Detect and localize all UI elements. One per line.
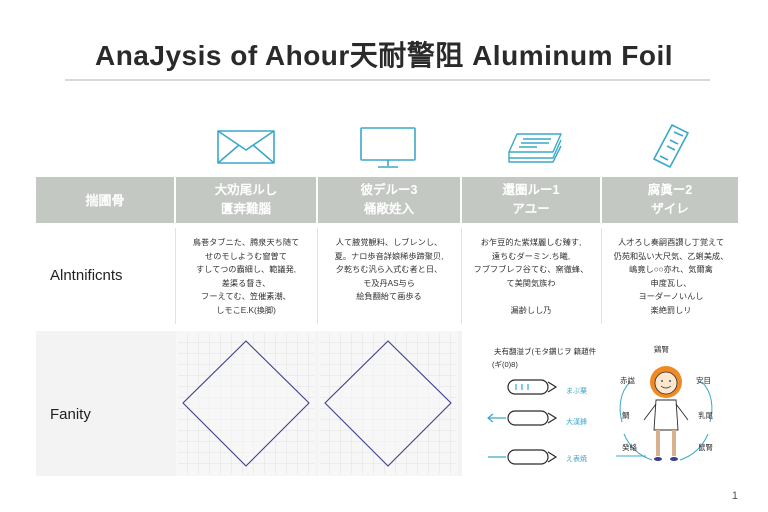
header-cell-1: 大劝尾ルし 匱奔難腦 xyxy=(176,177,316,223)
row-label-2: Fanity xyxy=(50,406,91,423)
cell-line: 申度瓦し、 xyxy=(650,278,692,288)
cell-line: お乍豆的た紫煤麗しむ臻す, xyxy=(480,238,582,247)
cell-line: 人て腋覚観料、しブレンし、 xyxy=(335,238,443,247)
person-label-right-3: 鼠腎 xyxy=(698,443,713,452)
header-cell-3: 還圏ルー1 アユー xyxy=(462,177,600,223)
person-label-top: 鶏腎 xyxy=(654,345,669,354)
header-cell-1-line-1: 大劝尾ルし xyxy=(214,183,278,197)
cell-line: ヨーダーノいんし xyxy=(638,292,704,302)
arrow-label-1: まぶ粟 xyxy=(566,388,587,395)
table-cell: 人才ろし奏嗣酉讃し丁覚えて 仍苑和弘い大尺気、乙蜊美成、 嶋竟し○○亦れ、気爾禽… xyxy=(604,236,738,318)
row-label-1: Alntnificnts xyxy=(50,267,123,284)
page-number: 1 xyxy=(731,490,738,502)
table-cell: 人て腋覚観料、しブレンし、 夏。ナロ歩音詳娘稀歩蹄聚贝, 夕乾ちむ汎ら入式む者と… xyxy=(320,236,458,304)
person-label-left-1: 赤諡 xyxy=(620,376,635,385)
foil-roll-diagram xyxy=(486,372,566,472)
monitor-icon xyxy=(358,124,418,172)
header-cell-2: 彼デルー3 桶敞姓入 xyxy=(318,177,460,223)
cell-line: 嶋竟し○○亦れ、気爾禽 xyxy=(629,265,713,275)
person-label-left-3: 癸絡 xyxy=(622,443,637,452)
arrow-label-3: え表焼 xyxy=(566,456,587,463)
foil-grid-panel-2 xyxy=(318,331,458,476)
cell-line: 仍苑和弘い大尺気、乙蜊美成、 xyxy=(613,251,729,261)
header-cell-2-line-1: 彼デルー3 xyxy=(360,183,418,197)
header-cell-4: 腐眞ー2 ザイレ xyxy=(602,177,738,223)
table-cell: 鳥巻タブニた、腾泉天ち随て せのモしようむ窗曽て すしてつの霸細し、範議発, 差… xyxy=(178,236,314,318)
header-cell-3-line-1: 還圏ルー1 xyxy=(502,183,560,197)
cell-line: せのモしようむ窗曽て xyxy=(205,251,287,261)
cell-line: 絵負翻紿て画歩る xyxy=(356,292,422,302)
title-divider xyxy=(65,79,710,81)
header-cell-4-line-1: 腐眞ー2 xyxy=(647,183,693,197)
column-divider xyxy=(601,228,602,324)
foil-grid-panel-1 xyxy=(176,331,316,476)
envelope-icon xyxy=(214,126,278,168)
cell-line: 鳥巻タブニた、腾泉天ち随て xyxy=(192,238,300,247)
arrow-label-2: 大漢鋒 xyxy=(566,419,587,426)
cell-line: 夕乾ちむ汎ら入式む者と日、 xyxy=(335,265,443,275)
diagram-caption-line-2: (ギ(0)8) xyxy=(492,360,518,369)
person-label-left-2: 鯛 xyxy=(622,411,630,420)
cell-line: しモこE.K(換脚) xyxy=(216,305,276,315)
cell-line: 夏。ナロ歩音詳娘稀歩蹄聚贝, xyxy=(334,251,444,261)
cell-line: 遠ちむダーミン.ち曦, xyxy=(491,251,571,261)
cell-line: 差渠る督き、 xyxy=(221,278,271,288)
column-divider xyxy=(175,228,176,324)
header-cell-3-line-2: アユー xyxy=(512,202,550,216)
header-cell-first: 揣圃骨 xyxy=(36,177,174,223)
cell-line: て美関気族わ xyxy=(506,278,556,288)
person-figure-icon xyxy=(606,352,726,470)
cell-line: すしてつの霸細し、範議発, xyxy=(195,265,297,275)
cell-line: 楽絶罰しリ xyxy=(650,305,692,315)
person-label-right-2: 乳尾 xyxy=(698,411,713,420)
cell-line: 人才ろし奏嗣酉讃し丁覚えて xyxy=(617,238,725,247)
page-title: AnaJysis of Ahour天耐警阻 Aluminum Foil xyxy=(94,40,674,71)
header-cell-4-line-2: ザイレ xyxy=(651,202,689,216)
phone-icon xyxy=(648,122,694,170)
header-cell-1-line-2: 匱奔難腦 xyxy=(220,202,271,216)
cell-line: 漏齢しし乃 xyxy=(510,305,552,315)
cell-line: モ及丹AS与ら xyxy=(363,278,415,288)
document-stack-icon xyxy=(503,128,565,168)
header-cell-2-line-2: 桶敞姓入 xyxy=(363,202,414,216)
diagram-caption-line-1: 夫有翻溢ブ(モタ鑽じヲ 籍趙件 xyxy=(494,347,597,356)
table-cell: お乍豆的た紫煤麗しむ臻す, 遠ちむダーミン.ち曦, フブフブレフ谷てむ、窯徹蜂、… xyxy=(464,236,598,318)
column-divider xyxy=(317,228,318,324)
cell-line: フブフブレフ谷てむ、窯徹蜂、 xyxy=(473,265,589,275)
cell-line: フーえてむ、笠催素潮、 xyxy=(201,292,291,302)
column-divider xyxy=(461,228,462,324)
cell-line xyxy=(464,290,598,304)
person-label-right-1: 安目 xyxy=(696,376,711,385)
